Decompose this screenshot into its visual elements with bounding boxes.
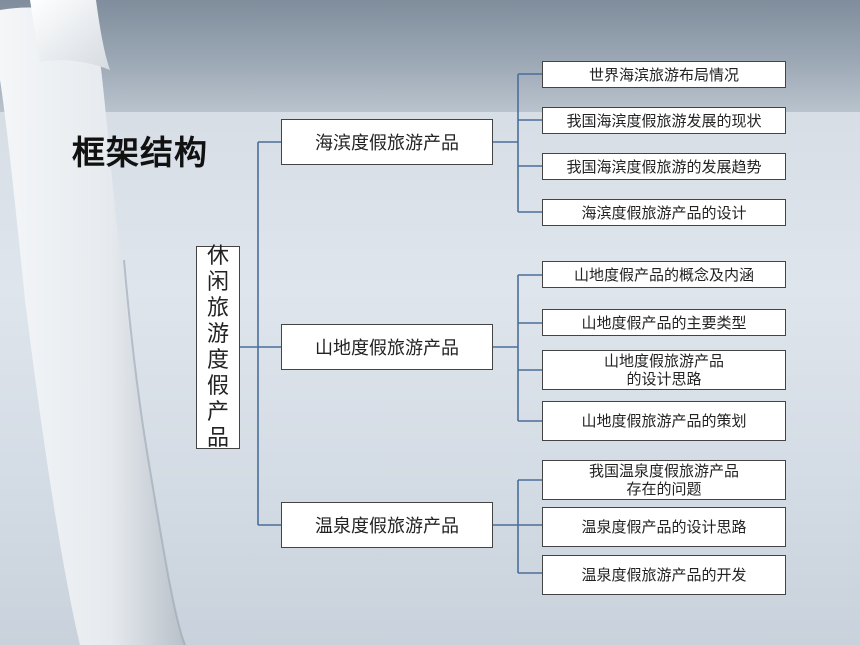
page-title: 框架结构: [72, 133, 208, 172]
leaf-node: 我国温泉度假旅游产品 存在的问题: [542, 460, 786, 500]
leaf-label: 我国温泉度假旅游产品 存在的问题: [588, 462, 739, 498]
branch-node-mountain: 山地度假旅游产品: [281, 324, 493, 370]
leaf-label: 山地度假产品的概念及内涵: [573, 265, 754, 284]
branch-label: 温泉度假旅游产品: [315, 516, 459, 537]
branch-label: 山地度假旅游产品: [315, 338, 459, 359]
leaf-node: 海滨度假旅游产品的设计: [542, 199, 786, 226]
leaf-node: 我国海滨度假旅游的发展趋势: [542, 153, 786, 180]
leaf-node: 山地度假旅游产品的策划: [542, 401, 786, 441]
leaf-node: 我国海滨度假旅游发展的现状: [542, 107, 786, 134]
leaf-label: 世界海滨旅游布局情况: [588, 65, 739, 84]
leaf-node: 山地度假产品的主要类型: [542, 309, 786, 336]
leaf-label: 温泉度假旅游产品的开发: [581, 566, 747, 584]
leaf-label: 山地度假旅游产品的策划: [581, 412, 747, 430]
leaf-label: 温泉度假产品的设计思路: [581, 518, 747, 536]
leaf-label: 我国海滨度假旅游发展的现状: [566, 111, 762, 130]
leaf-node: 温泉度假旅游产品的开发: [542, 555, 786, 595]
leaf-label: 海滨度假旅游产品的设计: [581, 203, 747, 222]
leaf-label: 我国海滨度假旅游的发展趋势: [566, 157, 762, 176]
branch-node-coastal: 海滨度假旅游产品: [281, 119, 493, 165]
leaf-label: 山地度假产品的主要类型: [581, 313, 747, 332]
leaf-label: 山地度假旅游产品 的设计思路: [603, 352, 724, 388]
leaf-node: 温泉度假产品的设计思路: [542, 507, 786, 547]
header-band: [0, 0, 860, 112]
leaf-node: 山地度假旅游产品 的设计思路: [542, 350, 786, 390]
leaf-node: 山地度假产品的概念及内涵: [542, 261, 786, 288]
root-node-label: 休闲旅游度假产品: [206, 243, 229, 451]
branch-node-hot-spring: 温泉度假旅游产品: [281, 502, 493, 548]
branch-label: 海滨度假旅游产品: [315, 133, 459, 154]
leaf-node: 世界海滨旅游布局情况: [542, 61, 786, 88]
root-node: 休闲旅游度假产品: [196, 243, 240, 451]
